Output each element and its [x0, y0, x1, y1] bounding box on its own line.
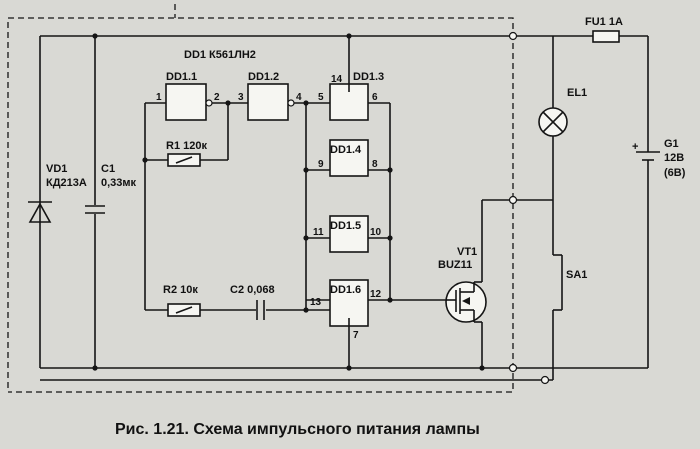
pin-7: 7 — [353, 330, 359, 341]
pin-5: 5 — [318, 92, 324, 103]
vt1-type: BUZ11 — [438, 259, 472, 271]
board-outline — [7, 17, 514, 393]
pin-4: 4 — [296, 92, 302, 103]
pin-2: 2 — [214, 92, 220, 103]
pin-11: 11 — [313, 227, 324, 238]
pin-14: 14 — [331, 74, 343, 85]
r1-label: R1 120к — [166, 140, 207, 152]
pin-13: 13 — [310, 297, 322, 308]
pin-12: 12 — [370, 289, 382, 300]
sa1-label: SA1 — [566, 269, 587, 281]
figure-caption: Рис. 1.21. Схема импульсного питания лам… — [115, 421, 480, 438]
vd1-type: КД213А — [46, 177, 87, 189]
r2-resistor — [167, 303, 201, 317]
gate-dd1-3-label: DD1.3 — [353, 71, 384, 83]
el1-lamp — [538, 107, 568, 200]
logic-wiring — [142, 33, 446, 371]
r2-label: R2 10к — [163, 284, 198, 296]
gate-dd1-2-label: DD1.2 — [248, 71, 279, 83]
g1-ref: G1 — [664, 138, 679, 150]
c2-capacitor — [256, 300, 265, 320]
gate-dd1-1 — [165, 83, 207, 121]
pin-6: 6 — [372, 92, 378, 103]
pin-3: 3 — [238, 92, 244, 103]
gate-dd1-4-label: DD1.4 — [330, 144, 362, 156]
g1-voltage: 12В — [664, 152, 684, 164]
gate-dd1-4 — [329, 139, 369, 177]
fu1-label: FU1 1A — [585, 16, 623, 28]
g1-voltage-alt: (6В) — [664, 167, 686, 179]
pin-10: 10 — [370, 227, 382, 238]
r1-resistor — [167, 153, 201, 167]
c1-ref: C1 — [101, 163, 115, 175]
pin-9: 9 — [318, 159, 324, 170]
vd1-diode — [28, 201, 52, 223]
gate-dd1-2-bubble — [287, 99, 295, 107]
vt1-transistor — [445, 199, 553, 371]
pin-8: 8 — [372, 159, 378, 170]
c1-value: 0,33мк — [101, 177, 137, 189]
fu1-fuse — [552, 30, 648, 108]
gate-dd1-2 — [247, 83, 289, 121]
g1-battery — [636, 36, 660, 368]
pin-numbers: 1 2 3 4 5 6 9 8 11 10 13 12 14 7 — [156, 74, 382, 341]
c1-capacitor — [85, 205, 107, 214]
sa1-switch — [552, 200, 563, 380]
gate-dd1-6-label: DD1.6 — [330, 284, 361, 296]
pin-1: 1 — [156, 92, 162, 103]
board-terminals — [508, 31, 550, 385]
vd1-ref: VD1 — [46, 163, 67, 175]
gate-dd1-5 — [329, 215, 369, 253]
c2-label: C2 0,068 — [230, 284, 275, 296]
gate-dd1-5-label: DD1.5 — [330, 220, 361, 232]
gate-dd1-1-label: DD1.1 — [166, 71, 197, 83]
gate-dd1-1-bubble — [205, 99, 213, 107]
g1-plus: + — [632, 141, 638, 153]
vt1-ref: VT1 — [457, 246, 477, 258]
el1-label: EL1 — [567, 87, 587, 99]
ic-title: DD1 К561ЛН2 — [184, 49, 256, 61]
